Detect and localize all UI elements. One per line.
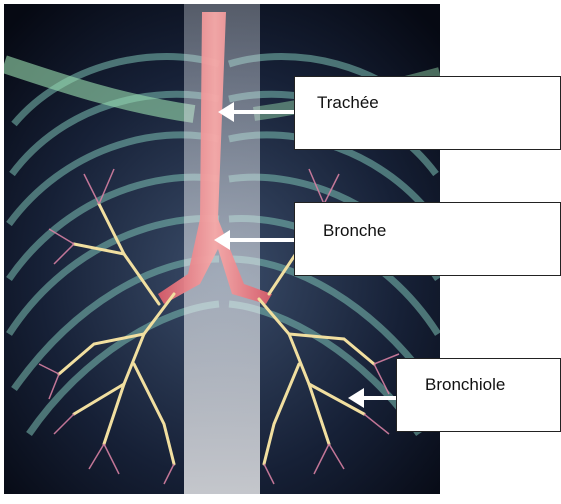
bronchiole-label-box: Bronchiole	[396, 358, 561, 432]
bronchiole-label: Bronchiole	[425, 375, 505, 395]
trachea-label-box: Trachée	[294, 76, 561, 150]
bronchus-label-box: Bronche	[294, 202, 561, 276]
trachea-label: Trachée	[317, 93, 379, 113]
bronchus-label: Bronche	[323, 221, 386, 241]
